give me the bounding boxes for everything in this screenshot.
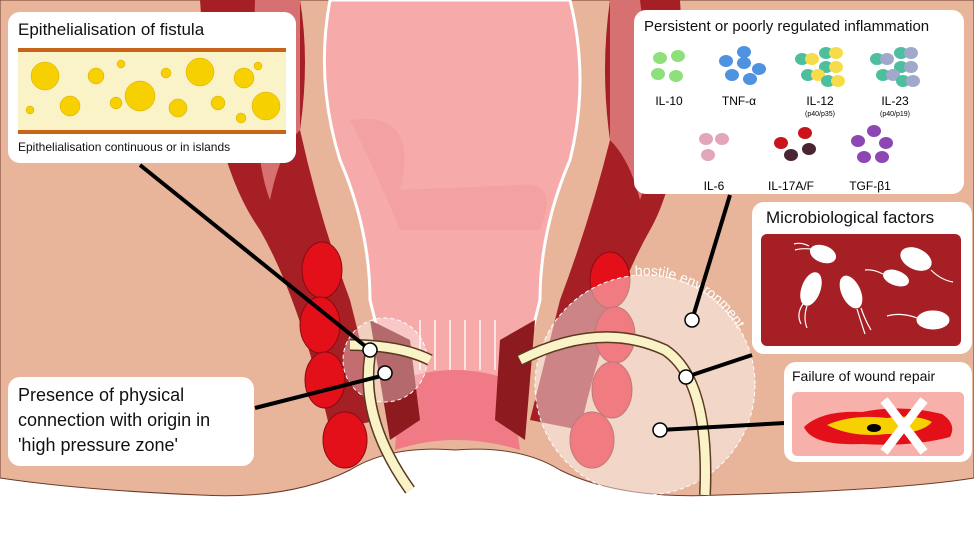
cytokine-molecule — [699, 133, 713, 145]
cytokine-il-23: IL-23 (p40/p19) — [870, 47, 920, 118]
cytokine-molecule — [821, 75, 835, 87]
cytokine-molecule — [875, 151, 889, 163]
wound-repair-panel: Failure of wound repair — [784, 362, 972, 462]
epithelialisation-caption: Epithelialisation continuous or in islan… — [18, 140, 231, 154]
cytokine-tgf-1: TGF-β1 — [849, 125, 893, 193]
cytokine-molecule — [719, 55, 733, 67]
inflammation-panel: Persistent or poorly regulated inflammat… — [634, 10, 964, 194]
cytokine-molecule — [904, 47, 918, 59]
cytokine-molecule — [725, 69, 739, 81]
cytokine-molecule — [811, 69, 825, 81]
cytokine-molecule — [829, 47, 843, 59]
inflammation-title: Persistent or poorly regulated inflammat… — [644, 18, 930, 35]
bacteria-illustration — [761, 234, 961, 346]
cytokine-molecule — [737, 57, 751, 69]
cytokine-label: IL-23 — [881, 94, 909, 108]
high-pressure-zone — [342, 317, 428, 403]
sphincter-right — [569, 251, 636, 469]
physical-connection-line-3: 'high pressure zone' — [18, 435, 178, 455]
cytokine-il-10: IL-10 — [651, 50, 685, 108]
cytokine-tnf-: TNF-α — [719, 46, 766, 108]
cytokine-il-6: IL-6 — [699, 133, 729, 193]
physical-connection-line-1: Presence of physical — [18, 385, 185, 405]
cytokine-molecule — [870, 53, 884, 65]
cytokine-molecule — [805, 53, 819, 65]
cytokine-molecule — [906, 75, 920, 87]
anal-canal — [395, 370, 520, 450]
cytokine-label: IL-10 — [655, 94, 683, 108]
cytokine-molecule — [801, 69, 815, 81]
leader-lines — [138, 163, 786, 432]
cytokine-molecule — [752, 63, 766, 75]
cytokine-il-17a-f: IL-17A/F — [768, 127, 816, 193]
cytokine-molecule — [879, 137, 893, 149]
cytokine-label: IL-6 — [704, 179, 725, 193]
cytokine-molecule — [851, 135, 865, 147]
microbiological-title: Microbiological factors — [766, 208, 935, 227]
cytokine-molecule — [784, 149, 798, 161]
epithelialisation-title: Epithelialisation of fistula — [18, 20, 205, 39]
cytokine-il-12: IL-12 (p40/p35) — [795, 47, 845, 118]
cytokine-molecule — [651, 68, 665, 80]
cytokine-molecule — [795, 53, 809, 65]
cytokine-molecule — [904, 61, 918, 73]
epithelium-illustration — [18, 48, 286, 134]
cytokine-label: TNF-α — [722, 94, 756, 108]
marker-points — [362, 312, 700, 438]
wound-repair-title: Failure of wound repair — [792, 368, 936, 384]
internal-sphincter-right — [495, 320, 535, 440]
cytokine-molecule — [774, 137, 788, 149]
physical-connection-line-2: connection with origin in — [18, 410, 211, 430]
cytokine-molecule — [743, 73, 757, 85]
cytokine-molecule — [669, 70, 683, 82]
cytokine-molecule — [819, 47, 833, 59]
cytokine-molecule — [896, 75, 910, 87]
cytokine-label: IL-17A/F — [768, 179, 814, 193]
cytokine-molecule — [894, 61, 908, 73]
cytokine-molecule — [798, 127, 812, 139]
cytokine-molecule — [876, 69, 890, 81]
mucosal-fold — [350, 118, 547, 230]
cytokine-molecule — [653, 52, 667, 64]
cytokine-molecule — [886, 69, 900, 81]
cytokine-label: IL-12 — [806, 94, 834, 108]
cytokine-subunits: (p40/p35) — [805, 111, 835, 118]
cytokine-subunits: (p40/p19) — [880, 111, 910, 118]
microbiological-panel: Microbiological factors — [752, 202, 972, 354]
cytokine-molecule — [737, 46, 751, 58]
cytokine-molecule — [831, 75, 845, 87]
cytokine-molecule — [701, 149, 715, 161]
cytokine-molecule — [819, 61, 833, 73]
cytokine-molecule — [894, 47, 908, 59]
epithelialisation-panel: Epithelialisation of fistula Epitheliali… — [8, 12, 296, 163]
cytokine-molecule — [880, 53, 894, 65]
cytokine-molecule — [715, 133, 729, 145]
cytokine-molecule — [857, 151, 871, 163]
cytokine-molecule — [829, 61, 843, 73]
cytokine-molecule — [671, 50, 685, 62]
cytokine-molecule — [802, 143, 816, 155]
physical-connection-panel: Presence of physical connection with ori… — [8, 377, 254, 466]
cytokine-label: TGF-β1 — [849, 179, 891, 193]
wound-illustration — [792, 392, 964, 456]
cytokine-molecule — [867, 125, 881, 137]
